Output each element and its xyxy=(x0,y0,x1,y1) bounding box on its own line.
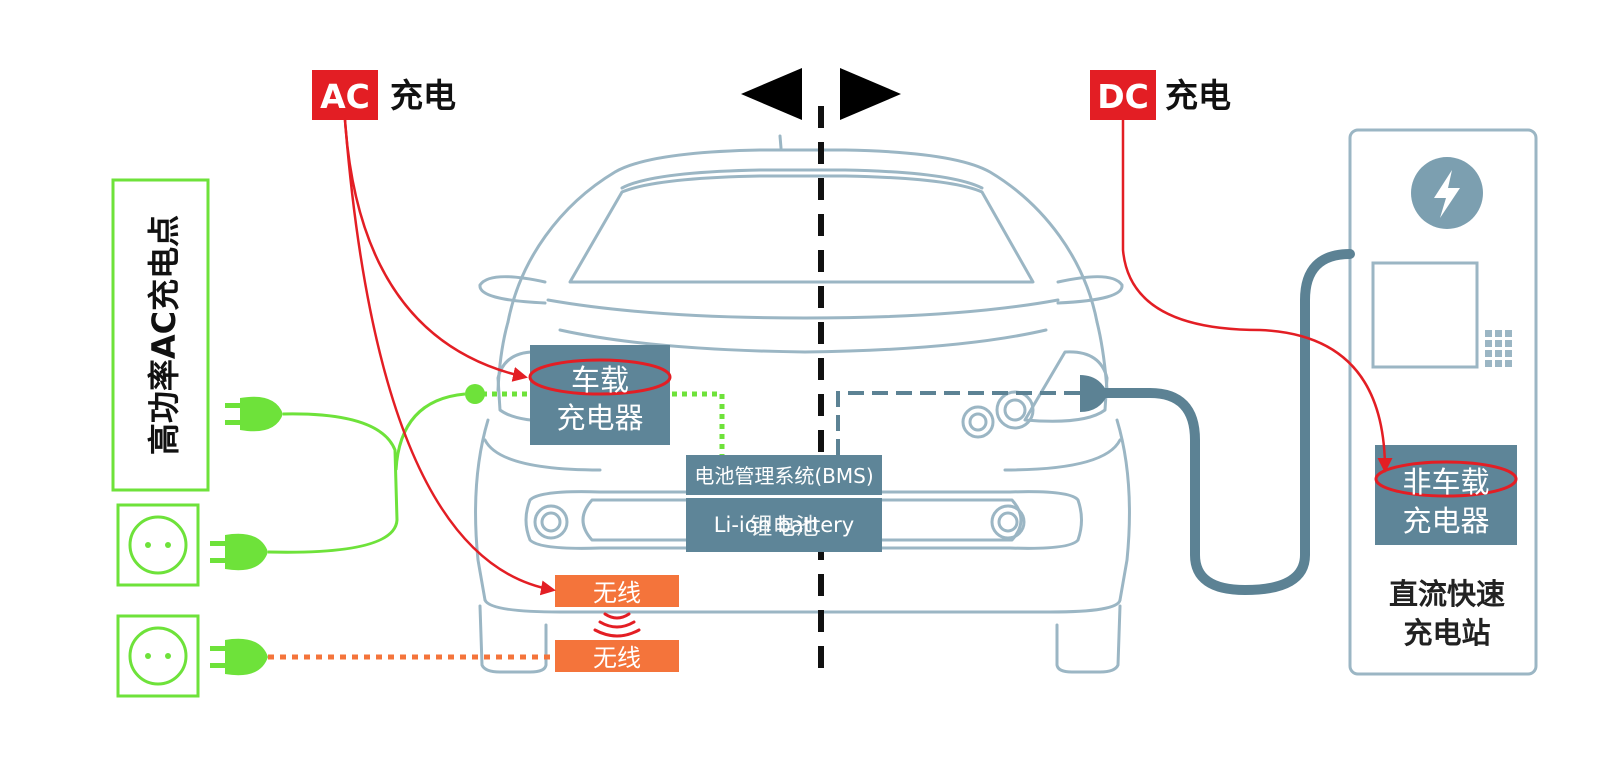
wireless-transmitter-label: 无线 xyxy=(593,644,641,672)
high-power-ac-point-box xyxy=(111,178,210,492)
ac-badge xyxy=(312,70,378,120)
station-label-line2: 充电站 xyxy=(1403,616,1490,650)
battery-label-cn: 锂电池 xyxy=(750,514,819,540)
keypad-icon xyxy=(1485,330,1512,367)
battery-box xyxy=(686,498,882,552)
dc-badge xyxy=(1090,70,1156,120)
lightning-icon xyxy=(1411,157,1483,229)
plug-icon xyxy=(225,396,283,432)
ac-arrow-to-wireless xyxy=(343,119,556,596)
ac-badge-text: AC xyxy=(320,77,370,116)
ac-charging-port xyxy=(465,384,485,404)
ac-cable-to-car xyxy=(394,392,466,471)
wireless-waves-icon xyxy=(593,612,641,638)
offboard-charger-highlight xyxy=(1374,460,1518,498)
dc-arrow-to-offboard xyxy=(1121,120,1393,473)
ac-title: 充电 xyxy=(390,76,456,115)
dc-cable xyxy=(1100,249,1355,596)
dc-charging-port xyxy=(1080,375,1108,412)
battery-label-en: Li-ion battery xyxy=(714,513,854,537)
plug-icon xyxy=(210,533,268,571)
outlet-icon xyxy=(116,503,200,587)
plug-icon xyxy=(210,638,268,676)
wireless-transmitter-box xyxy=(555,640,679,672)
direction-arrows-icon xyxy=(741,68,901,120)
ac-arrow-to-onboard xyxy=(343,119,528,382)
wireless-receiver-label: 无线 xyxy=(593,579,641,607)
station-screen xyxy=(1371,261,1479,369)
onboard-charger-line1: 车载 xyxy=(571,363,629,397)
ac-cable xyxy=(267,412,399,554)
onboard-charger-highlight xyxy=(528,358,672,396)
bms-box xyxy=(686,455,882,495)
offboard-charger-line2: 充电器 xyxy=(1402,504,1489,538)
dc-station-housing xyxy=(1348,128,1538,676)
offboard-charger-line1: 非车载 xyxy=(1402,465,1489,499)
wireless-receiver-box xyxy=(555,575,679,607)
outlet-icon xyxy=(116,614,200,698)
station-label-line1: 直流快速 xyxy=(1389,577,1505,611)
high-power-ac-point-label: 高功率AC充电点 xyxy=(145,215,183,455)
dc-title: 充电 xyxy=(1165,76,1231,115)
onboard-charger-line2: 充电器 xyxy=(556,401,643,435)
dc-internal-wire xyxy=(836,391,1080,455)
bms-label: 电池管理系统(BMS) xyxy=(694,464,873,488)
dc-badge-text: DC xyxy=(1097,77,1149,116)
